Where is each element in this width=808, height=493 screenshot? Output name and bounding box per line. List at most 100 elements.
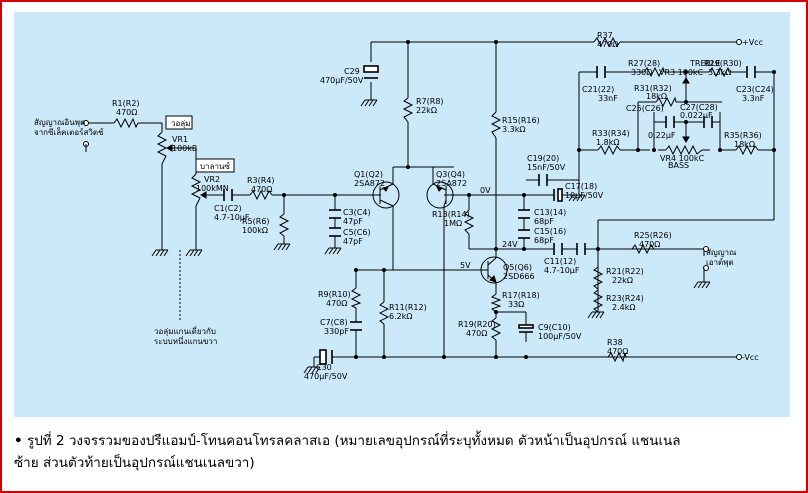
r3-value: 470Ω <box>251 185 272 194</box>
input-label-2: จากซีเล็คเตอร์สวิตช์ <box>34 127 104 137</box>
node-5v: 5V <box>460 261 471 270</box>
r5-value: 100kΩ <box>242 226 268 235</box>
output-label-2: เอาต์พุต <box>706 257 734 267</box>
r3-name: R3(R4) <box>247 176 275 185</box>
node-0v: 0V <box>480 186 491 195</box>
c30-name: C30 <box>316 363 332 372</box>
r29-value: 3.3kΩ <box>708 68 731 77</box>
resistors <box>113 36 759 363</box>
vr1-value: 100kB <box>172 144 197 153</box>
c23-value: 3.3nF <box>742 94 765 103</box>
vcc-neg-label: -Vcc <box>742 353 759 362</box>
r9-name: R9(R10) <box>318 290 351 299</box>
r7-value: 22kΩ <box>416 106 437 115</box>
r11-value: 6.2kΩ <box>389 312 412 321</box>
vr1-name: VR1 <box>172 135 188 144</box>
c25-name: C25(C26) <box>626 104 664 113</box>
r1-value: 470Ω <box>116 108 137 117</box>
r25-name: R25(R26) <box>634 231 672 240</box>
gang-note-1: วอลุ่มแกนเดี่ยวกับ <box>154 325 216 336</box>
capacitors <box>223 65 756 365</box>
bass-label: BASS <box>668 161 689 170</box>
caption-line-2: ซ้าย ส่วนตัวท้ายเป็นอุปกรณ์แชนเนลขวา) <box>14 455 255 471</box>
r38-name: R38 <box>607 338 623 347</box>
c1-value: 4.7-10µF <box>214 213 250 222</box>
c9-value: 100µF/50V <box>538 332 582 341</box>
c13-name: C13(14) <box>534 208 566 217</box>
r11-name: R11(R12) <box>389 303 427 312</box>
potentiometers <box>156 77 703 207</box>
r9-value: 470Ω <box>326 299 347 308</box>
q3-name: Q3(Q4) <box>436 170 465 179</box>
node-24v: 24V <box>502 240 518 249</box>
r33-name: R33(R34) <box>592 129 630 138</box>
volume-tag: วอลุ่ม <box>171 119 190 128</box>
r37-name: R37 <box>597 31 613 40</box>
r38-value: 470Ω <box>607 347 628 356</box>
input-label-1: สัญญาณอินพุต <box>34 118 85 127</box>
vcc-pos-label: +Vcc <box>742 38 763 47</box>
c17-name: C17(18) <box>565 182 597 191</box>
c29-name: C29 <box>344 67 360 76</box>
c7-name: C7(C8) <box>320 318 348 327</box>
r33-value: 1.8kΩ <box>596 138 619 147</box>
r1-name: R1(R2) <box>112 99 140 108</box>
r23-name: R23(R24) <box>606 294 644 303</box>
vr2-name: VR2 <box>204 175 220 184</box>
c19-name: C19(20) <box>527 154 559 163</box>
r19-name: R19(R20) <box>458 320 496 329</box>
r19-value: 470Ω <box>466 329 487 338</box>
caption-bullet: • <box>14 433 23 449</box>
r37-value: 470Ω <box>597 40 618 49</box>
c21-name: C21(22) <box>582 85 614 94</box>
vr2-value: 100kMN <box>196 184 229 193</box>
r17-name: R17(R18) <box>502 291 540 300</box>
r27-value: 330Ω <box>631 68 652 77</box>
c9-name: C9(C10) <box>538 323 571 332</box>
r31-name: R31(R32) <box>634 84 672 93</box>
c1-name: C1(C2) <box>214 204 242 213</box>
c15-value: 68pF <box>534 236 554 245</box>
c17-value: 10µF/50V <box>565 191 604 200</box>
r13-value: 1MΩ <box>444 219 462 228</box>
c27-value: 0.022µF <box>680 111 713 120</box>
c19-value: 15nF/50V <box>527 163 566 172</box>
c29-value: 470µF/50V <box>320 76 364 85</box>
r35-name: R35(R36) <box>724 131 762 140</box>
r17-value: 33Ω <box>508 300 524 309</box>
q1-value: 2SA872 <box>354 179 385 188</box>
r15-name: R15(R16) <box>502 116 540 125</box>
q3-value: 2SA872 <box>436 179 467 188</box>
r25-value: 470Ω <box>639 240 660 249</box>
r7-name: R7(R8) <box>416 97 444 106</box>
r27-name: R27(28) <box>628 59 660 68</box>
c5-name: C5(C6) <box>343 228 371 237</box>
r35-value: 18kΩ <box>734 140 755 149</box>
r15-value: 3.3kΩ <box>502 125 525 134</box>
c3-value: 47pF <box>343 217 363 226</box>
c21-value: 33nF <box>598 94 618 103</box>
c30-value: 470µF/50V <box>304 372 348 381</box>
schematic-panel: วอลุ่ม บาลานซ์ สัญญาณอินพุต จากซีเล็คเตอ… <box>14 12 790 417</box>
junction-dots <box>282 40 776 359</box>
r13-name: R13(R14) <box>432 210 470 219</box>
vr4-label: VR4 100kC <box>660 154 705 163</box>
transistors <box>372 181 508 284</box>
c27-name: C27(C28) <box>680 103 718 112</box>
c3-name: C3(C4) <box>343 208 371 217</box>
r23-value: 2.4kΩ <box>612 303 635 312</box>
c11-name: C11(12) <box>544 257 576 266</box>
c5-value: 47pF <box>343 237 363 246</box>
c25-value: 0.22µF <box>648 131 676 140</box>
r21-value: 22kΩ <box>612 276 633 285</box>
q5-value: 2SD666 <box>503 272 535 281</box>
r5-name: R5(R6) <box>242 217 270 226</box>
r31-value: 18kΩ <box>646 92 667 101</box>
caption-line-1: รูปที่ 2 วงจรรวมของปรีแอมป์-โทนคอนโทรลคล… <box>26 433 681 449</box>
schematic-labels: สัญญาณอินพุต จากซีเล็คเตอร์สวิตช์ วอลุ่ม… <box>34 31 774 381</box>
c13-value: 68pF <box>534 217 554 226</box>
r21-name: R21(R22) <box>606 267 644 276</box>
circuit-schematic: วอลุ่ม บาลานซ์ สัญญาณอินพุต จากซีเล็คเตอ… <box>34 31 776 381</box>
vr3-label: VR3 100kC <box>659 68 704 77</box>
c7-value: 330pF <box>324 327 349 336</box>
